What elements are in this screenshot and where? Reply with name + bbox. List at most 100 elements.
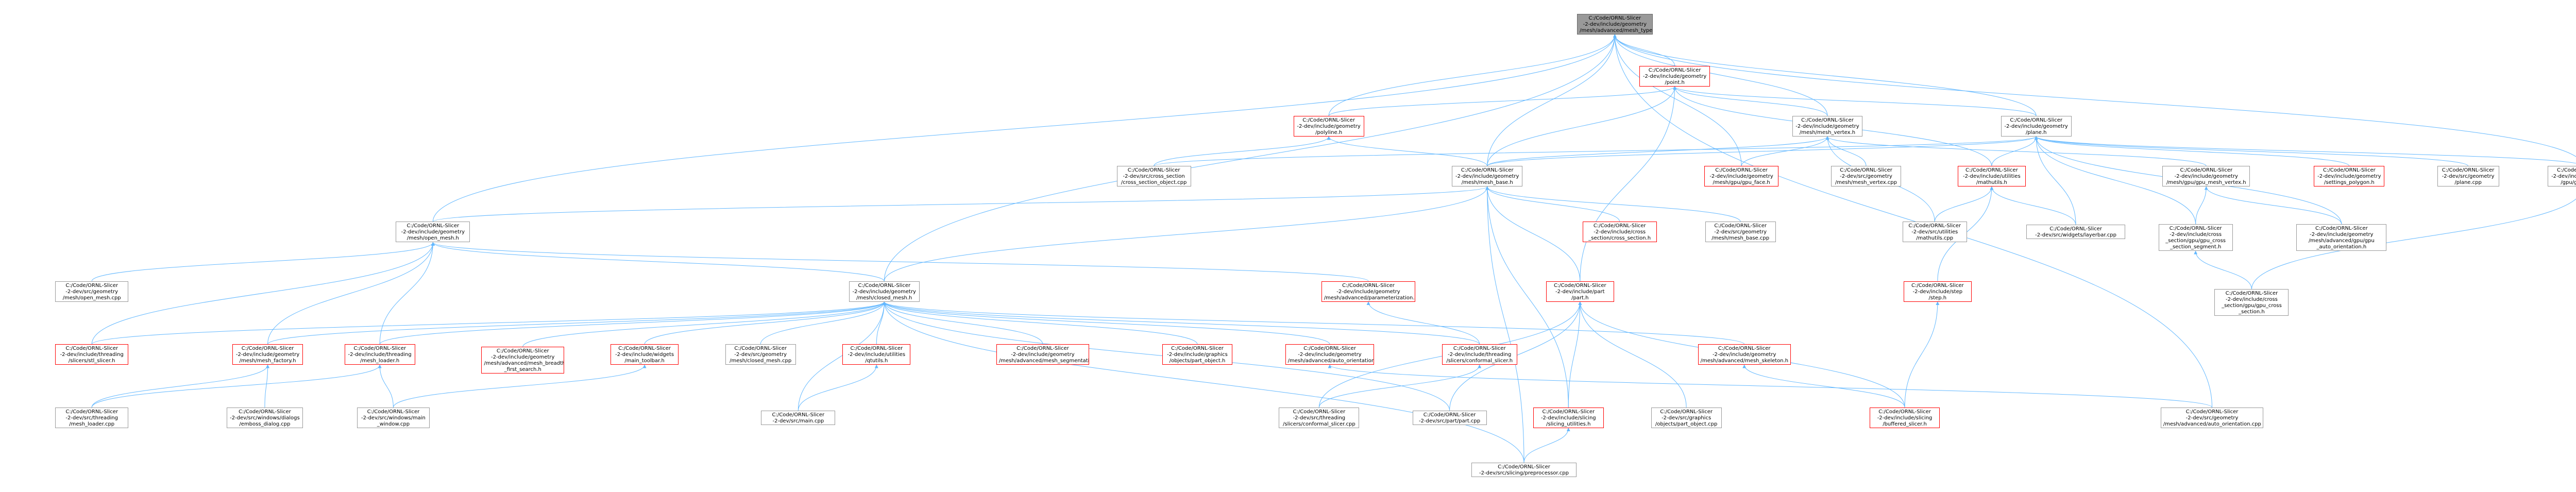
edge-mesh_loader_h-to-closed_mesh <box>379 301 886 345</box>
node-part-object-h[interactable]: C:/Code/ORNL-Slicer-2-dev/include/graphi… <box>1162 344 1233 365</box>
node-mesh-types-h[interactable]: C:/Code/ORNL-Slicer-2-dev/include/geomet… <box>1577 13 1653 35</box>
node-label-line: -2-dev/include/geometry <box>491 354 555 361</box>
node-gpu-cross-section-h[interactable]: C:/Code/ORNL-Slicer-2-dev/include/cross_… <box>2214 289 2289 316</box>
edge-part_object-to-closed_mesh <box>882 301 1198 345</box>
node-label-line: -2-dev/include/geometry <box>235 352 300 358</box>
node-step-h[interactable]: C:/Code/ORNL-Slicer-2-dev/include/step/s… <box>1903 281 1972 302</box>
node-conformal-slicer-cpp[interactable]: C:/Code/ORNL-Slicer-2-dev/src/threading/… <box>1279 407 1360 428</box>
node-part-object-cpp[interactable]: C:/Code/ORNL-Slicer-2-dev/src/graphics/o… <box>1651 407 1722 428</box>
node-label-line: C:/Code/ORNL-Slicer <box>1171 346 1224 352</box>
node-label-line: -2-dev/src/threading <box>1293 415 1346 421</box>
node-label-line: /step.h <box>1928 295 1947 301</box>
node-auto-orientation-cpp[interactable]: C:/Code/ORNL-Slicer-2-dev/src/geometry/m… <box>2160 407 2264 428</box>
node-main-window-cpp[interactable]: C:/Code/ORNL-Slicer-2-dev/src/windows/ma… <box>357 407 430 428</box>
node-point-h[interactable]: C:/Code/ORNL-Slicer-2-dev/include/geomet… <box>1639 65 1710 87</box>
node-cross-section-object-cpp[interactable]: C:/Code/ORNL-Slicer-2-dev/src/cross_sect… <box>1116 166 1191 187</box>
node-gpu-cross-section-segment-h[interactable]: C:/Code/ORNL-Slicer-2-dev/include/cross_… <box>2158 224 2233 251</box>
node-mesh-factory-h[interactable]: C:/Code/ORNL-Slicer-2-dev/include/geomet… <box>232 344 303 365</box>
node-gpu-auto-orientation-h[interactable]: C:/Code/ORNL-Slicer-2-dev/include/geomet… <box>2296 224 2387 251</box>
node-label-line: /mesh/closed_mesh.cpp <box>730 358 792 364</box>
node-open-mesh-cpp[interactable]: C:/Code/ORNL-Slicer-2-dev/src/geometry/m… <box>55 281 128 302</box>
node-label-line: /mesh/closed_mesh.h <box>856 295 912 301</box>
node-slicing-utilities-h[interactable]: C:/Code/ORNL-Slicer-2-dev/include/slicin… <box>1533 407 1604 428</box>
node-label-line: C:/Code/ORNL-Slicer <box>1714 223 1767 229</box>
node-mesh-vertex-cpp[interactable]: C:/Code/ORNL-Slicer-2-dev/src/geometry/m… <box>1831 166 1902 187</box>
node-label-line: C:/Code/ORNL-Slicer <box>1840 167 1892 174</box>
node-label-line: _auto_orientation.h <box>2316 244 2367 250</box>
node-label-line: /slicers/conformal_slicer.cpp <box>1283 421 1355 427</box>
node-label-line: -2-dev/src/widgets/layerbar.cpp <box>2035 232 2116 239</box>
node-label-line: C:/Code/ORNL-Slicer <box>1127 167 1180 174</box>
edge-qtutils-to-closed_mesh <box>876 301 886 345</box>
node-label-line: C:/Code/ORNL-Slicer <box>65 409 118 415</box>
node-mesh-skeleton-h[interactable]: C:/Code/ORNL-Slicer-2-dev/include/geomet… <box>1698 344 1791 365</box>
node-settings-polygon-h[interactable]: C:/Code/ORNL-Slicer-2-dev/include/geomet… <box>2314 166 2385 187</box>
node-label-line: C:/Code/ORNL-Slicer <box>65 282 118 289</box>
node-closed-mesh-h[interactable]: C:/Code/ORNL-Slicer-2-dev/include/geomet… <box>849 281 920 302</box>
node-mesh-base-cpp[interactable]: C:/Code/ORNL-Slicer-2-dev/src/geometry/m… <box>1705 222 1776 243</box>
edge-stl_slicer-to-closed_mesh <box>91 301 886 345</box>
node-label-line: -2-dev/src/slicing/preprocessor.cpp <box>1479 470 1569 476</box>
node-label-line: C:/Code/ORNL-Slicer <box>2556 167 2576 174</box>
node-label-line: C:/Code/ORNL-Slicer <box>1908 223 1961 229</box>
node-mesh-segmentation-h[interactable]: C:/Code/ORNL-Slicer-2-dev/include/geomet… <box>996 344 1089 365</box>
node-plane-h[interactable]: C:/Code/ORNL-Slicer-2-dev/include/geomet… <box>2001 116 2072 137</box>
edge-gpu_cross_section-to-gpu_cross_segment <box>2194 250 2252 290</box>
edge-closed_mesh-to-root <box>884 34 1617 281</box>
node-main-toolbar-h[interactable]: C:/Code/ORNL-Slicer-2-dev/include/widget… <box>611 344 679 365</box>
node-label-line: -2-dev/include/geometry <box>401 229 465 235</box>
node-label-line: -2-dev/include/geometry <box>2317 174 2381 180</box>
edge-gpu_mesh_vertex-to-mesh_vertex <box>1825 136 2207 166</box>
node-label-line: /mesh/advanced/mesh_breadth <box>484 361 565 367</box>
edge-parameterization-to-open_mesh <box>431 242 1369 282</box>
node-stl-slicer-h[interactable]: C:/Code/ORNL-Slicer-2-dev/include/thread… <box>55 344 128 365</box>
node-label-line: /slicers/conformal_slicer.h <box>1446 358 1513 364</box>
edge-cross_section_utils-to-mathutils <box>1934 186 1994 222</box>
node-conformal-slicer-h[interactable]: C:/Code/ORNL-Slicer-2-dev/include/thread… <box>1442 344 1517 365</box>
node-buffered-slicer-h[interactable]: C:/Code/ORNL-Slicer-2-dev/include/slicin… <box>1869 407 1940 428</box>
node-preprocessor-cpp[interactable]: C:/Code/ORNL-Slicer-2-dev/src/slicing/pr… <box>1471 462 1577 477</box>
node-label-line: C:/Code/ORNL-Slicer <box>858 282 911 289</box>
node-mesh-loader-h[interactable]: C:/Code/ORNL-Slicer-2-dev/include/thread… <box>344 344 415 365</box>
node-mesh-base-h[interactable]: C:/Code/ORNL-Slicer-2-dev/include/geomet… <box>1452 166 1523 187</box>
node-auto-orientation-h[interactable]: C:/Code/ORNL-Slicer-2-dev/include/geomet… <box>1285 344 1375 365</box>
node-mesh-loader-cpp[interactable]: C:/Code/ORNL-Slicer-2-dev/src/threading/… <box>55 407 128 428</box>
node-part-h[interactable]: C:/Code/ORNL-Slicer-2-dev/include/part/p… <box>1546 281 1614 302</box>
node-emboss-dialog-cpp[interactable]: C:/Code/ORNL-Slicer-2-dev/src/windows/di… <box>226 407 303 428</box>
node-cross-section-h[interactable]: C:/Code/ORNL-Slicer-2-dev/include/cross_… <box>1582 222 1657 243</box>
node-layerbar-cpp[interactable]: C:/Code/ORNL-Slicer-2-dev/src/widgets/la… <box>2026 225 2126 240</box>
node-label-line: /objects/part_object.cpp <box>1655 421 1718 427</box>
edge-slicing_utilities-to-part_h <box>1568 301 1582 408</box>
node-open-mesh-h[interactable]: C:/Code/ORNL-Slicer-2-dev/include/geomet… <box>396 222 470 243</box>
node-label-line: -2-dev/include/geometry <box>1297 124 1361 130</box>
node-closed-mesh-cpp[interactable]: C:/Code/ORNL-Slicer-2-dev/src/geometry/m… <box>725 344 796 365</box>
node-label-line: _first_search.h <box>504 367 541 373</box>
node-mesh-breadth-first-search-h[interactable]: C:/Code/ORNL-Slicer-2-dev/include/geomet… <box>481 347 565 374</box>
node-parameterization-h[interactable]: C:/Code/ORNL-Slicer-2-dev/include/geomet… <box>1321 281 1416 302</box>
node-qtutils-h[interactable]: C:/Code/ORNL-Slicer-2-dev/include/utilit… <box>842 344 911 365</box>
edge-mathutils-to-plane <box>1991 136 2038 166</box>
node-polyline-h[interactable]: C:/Code/ORNL-Slicer-2-dev/include/geomet… <box>1293 116 1364 137</box>
node-gpu-mesh-vertex-h[interactable]: C:/Code/ORNL-Slicer-2-dev/include/geomet… <box>2162 166 2250 187</box>
node-part-cpp[interactable]: C:/Code/ORNL-Slicer-2-dev/src/part/part.… <box>1412 410 1487 425</box>
node-label-line: -2-dev/include/geometry <box>1455 174 1519 180</box>
edge-buffered_slicer-to-step_h <box>1904 301 1940 408</box>
edge-cross_section_cpp-to-plane <box>1154 136 2038 166</box>
node-label-line: -2-dev/include/geometry <box>2174 174 2238 180</box>
edge-buffered_slicer-to-mesh_skeleton <box>1742 364 1905 408</box>
node-gpu-face-h[interactable]: C:/Code/ORNL-Slicer-2-dev/include/geomet… <box>1704 166 1779 187</box>
node-label-line: C:/Code/ORNL-Slicer <box>367 409 420 415</box>
node-mathutils-h[interactable]: C:/Code/ORNL-Slicer-2-dev/include/utilit… <box>1957 166 2026 187</box>
node-label-line: C:/Code/ORNL-Slicer <box>1303 346 1356 352</box>
node-plane-cpp[interactable]: C:/Code/ORNL-Slicer-2-dev/src/geometry/p… <box>2437 166 2499 187</box>
edge-stl_slicer-to-open_mesh <box>91 242 435 345</box>
node-main-cpp[interactable]: C:/Code/ORNL-Slicer-2-dev/src/main.cpp <box>761 410 836 425</box>
node-label-line: -2-dev/include/graphics <box>1167 352 1228 358</box>
node-label-line: C:/Code/ORNL-Slicer <box>353 346 406 352</box>
node-label-line: /plane.h <box>2025 130 2047 136</box>
node-mesh-vertex-h[interactable]: C:/Code/ORNL-Slicer-2-dev/include/geomet… <box>1792 116 1863 137</box>
node-mathutils-cpp[interactable]: C:/Code/ORNL-Slicer-2-dev/src/utilities/… <box>1902 222 1967 243</box>
edge-polyline-to-root <box>1328 34 1617 116</box>
node-label-line: _section_segment.h <box>2170 244 2222 250</box>
node-gpu-plane-h[interactable]: C:/Code/ORNL-Slicer-2-dev/include/geomet… <box>2548 166 2576 187</box>
